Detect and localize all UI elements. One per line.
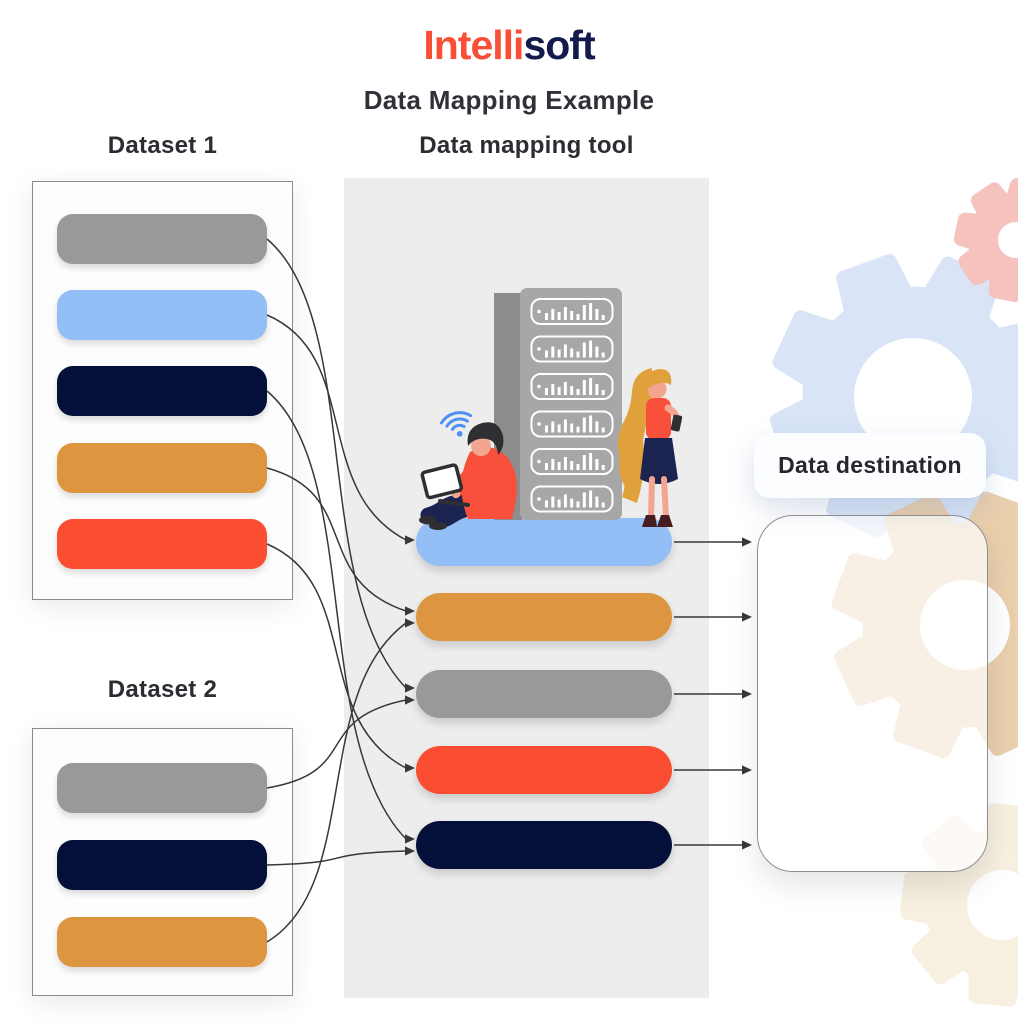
mapping-tool-bar-orange bbox=[416, 593, 672, 641]
mapping-tool-bar-light-blue bbox=[416, 518, 672, 566]
mapping-tool-panel bbox=[344, 178, 709, 998]
data-destination-label: Data destination bbox=[754, 433, 986, 498]
dataset1-bar-navy bbox=[57, 366, 267, 416]
mapping-tool-bar-navy bbox=[416, 821, 672, 869]
mapping-tool-bar-gray bbox=[416, 670, 672, 718]
dataset1-bar-orange bbox=[57, 443, 267, 493]
mapping-tool-label: Data mapping tool bbox=[419, 132, 634, 159]
logo-part-soft: soft bbox=[523, 22, 595, 68]
logo-part-intelli: Intelli bbox=[423, 22, 524, 68]
dataset2-label: Dataset 2 bbox=[107, 676, 218, 703]
destination-arrowhead bbox=[742, 612, 752, 622]
dataset1-bar-red bbox=[57, 519, 267, 569]
dataset2-bar-gray bbox=[57, 763, 267, 813]
destination-arrowhead bbox=[742, 765, 752, 775]
pink-gear-icon bbox=[954, 178, 1018, 302]
dataset2-bar-orange bbox=[57, 917, 267, 967]
dataset1-label: Dataset 1 bbox=[107, 132, 218, 159]
destination-arrowhead bbox=[742, 840, 752, 850]
destination-arrowhead bbox=[742, 537, 752, 547]
intellisoft-logo: Intellisoft bbox=[0, 22, 1018, 68]
dataset1-bar-gray bbox=[57, 214, 267, 264]
data-destination-box bbox=[757, 515, 988, 872]
mapping-tool-bar-red bbox=[416, 746, 672, 794]
page-title: Data Mapping Example bbox=[363, 85, 655, 115]
dataset2-bar-navy bbox=[57, 840, 267, 890]
dataset1-bar-light-blue bbox=[57, 290, 267, 340]
destination-arrowhead bbox=[742, 689, 752, 699]
